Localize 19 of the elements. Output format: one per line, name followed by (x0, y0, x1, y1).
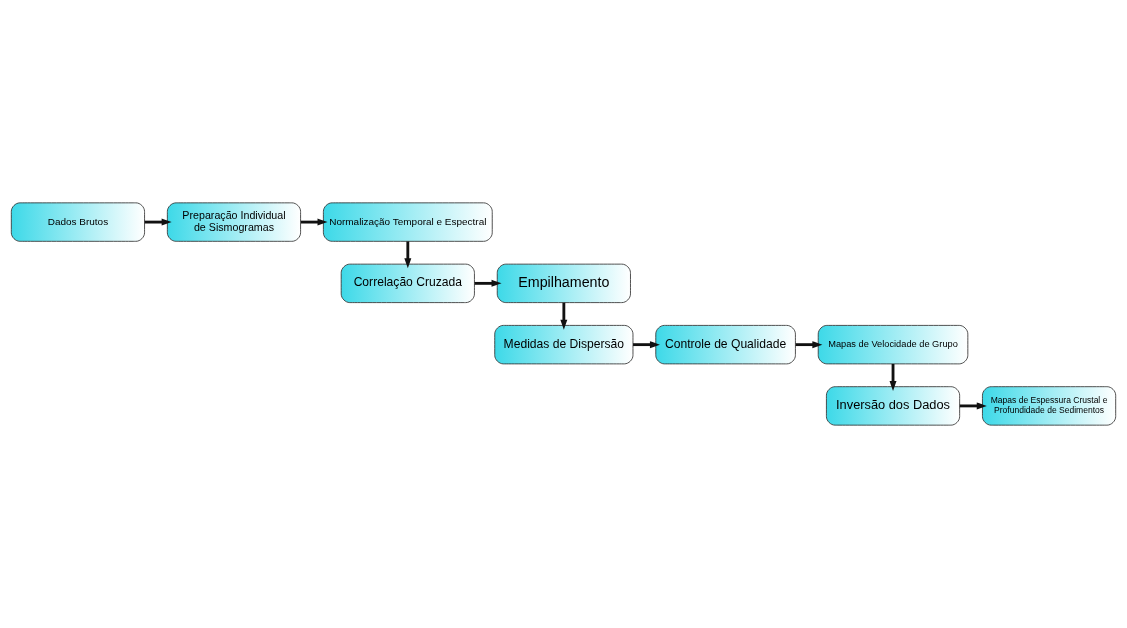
node-box: Inversão dos Dados (826, 386, 961, 426)
node-box: Normalização Temporal e Espectral (322, 202, 493, 242)
arrow (300, 218, 328, 226)
node-box: Controle de Qualidade (655, 324, 796, 365)
arrow (144, 218, 172, 226)
node-box: Empilhamento (496, 263, 631, 304)
node-box: Dados Brutos (10, 202, 145, 242)
node-box: Mapas de Velocidade de Grupo (817, 324, 969, 365)
arrow (889, 363, 897, 391)
arrow (795, 341, 823, 349)
node-box: Medidas de Dispersão (494, 324, 634, 365)
arrow (404, 241, 412, 269)
node-box: Preparação Individual de Sismogramas (166, 202, 301, 242)
arrow (560, 302, 568, 330)
node-box: Correlação Cruzada (340, 263, 475, 304)
arrow (959, 402, 987, 410)
arrow (474, 279, 502, 287)
arrow (633, 341, 660, 349)
node-box: Mapas de Espessura Crustal e Profundidade de Sedimentos (982, 386, 1117, 426)
